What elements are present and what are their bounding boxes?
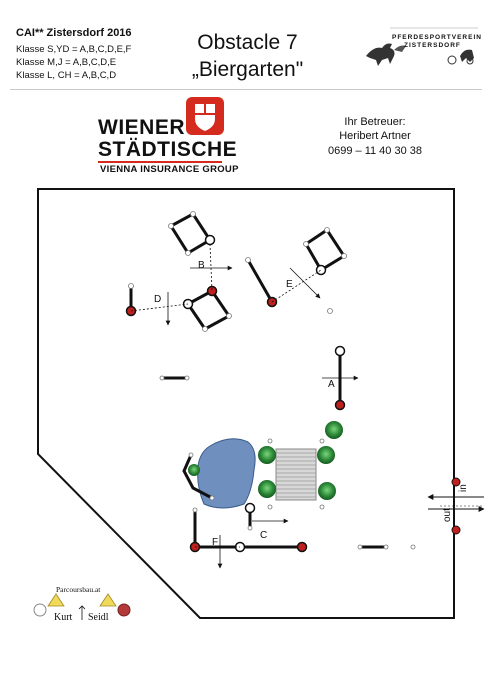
- contact-name: Heribert Artner: [339, 130, 411, 142]
- designer-first-name: Kurt: [54, 612, 73, 623]
- gate-lines: [130, 243, 359, 569]
- shield-icon: [195, 104, 215, 131]
- designer-last-name: Seidl: [88, 612, 109, 623]
- exit-label: out: [442, 508, 453, 522]
- parcoursbau-site: Parcoursbau.at: [56, 585, 101, 594]
- square-element-top: [168, 211, 216, 256]
- parcoursbau-logo: Parcoursbau.at Kurt Seidl: [30, 582, 134, 632]
- class-line-1: Klasse S,YD = A,B,C,D,E,F: [16, 44, 132, 55]
- entry-exit: [427, 477, 485, 535]
- bridge: [267, 438, 325, 510]
- tree-icon: [188, 464, 200, 476]
- class-line-3: Klasse L, CH = A,B,C,D: [16, 70, 117, 81]
- gate-label-b: B: [198, 260, 205, 271]
- tree-icon: [317, 446, 335, 464]
- contact-phone: 0699 – 11 40 30 38: [328, 145, 422, 157]
- wiener-staedtische-emblem: [186, 97, 224, 135]
- entry-label: in: [458, 484, 469, 492]
- gate-label-c: C: [260, 530, 267, 541]
- arena-boundary: [37, 188, 455, 619]
- club-name: PFERDESPORTVEREIN: [392, 34, 482, 41]
- bar-bottom-right: [357, 544, 416, 550]
- pole-e: [245, 257, 278, 308]
- header-separator: [10, 89, 482, 90]
- marker-dot: [327, 308, 333, 314]
- obstacle-name: „Biergarten": [191, 58, 304, 81]
- gate-label-e: E: [286, 279, 293, 290]
- trees: [188, 421, 343, 500]
- tree-icon: [318, 482, 336, 500]
- square-element-left: [182, 285, 232, 332]
- horse-carriage-icon: [366, 27, 478, 66]
- club-logo: PFERDESPORTVEREIN ZISTERSDORF: [360, 20, 482, 70]
- gate-label-a: A: [328, 379, 335, 390]
- flags-icon: [33, 593, 131, 620]
- contact-label: Ihr Betreuer:: [344, 116, 406, 128]
- pond: [197, 438, 256, 509]
- square-element-right: [303, 227, 347, 276]
- competition-title: CAI** Zistersdorf 2016: [16, 27, 132, 39]
- sponsor-line-1: WIENER: [98, 116, 185, 139]
- gate-label-f: F: [212, 537, 218, 548]
- gate-f-c: [189, 502, 308, 553]
- class-line-2: Klasse M,J = A,B,C,D,E: [16, 57, 117, 68]
- zigzag-fence: [182, 452, 215, 501]
- gate-label-d: D: [154, 294, 161, 305]
- tree-icon: [258, 480, 276, 498]
- sponsor-line-2: STÄDTISCHE: [98, 138, 238, 161]
- tree-icon: [325, 421, 343, 439]
- tree-icon: [258, 446, 276, 464]
- sponsor-underline: [98, 161, 222, 163]
- bar-left: [159, 375, 190, 381]
- sponsor-tagline: VIENNA INSURANCE GROUP: [100, 164, 239, 175]
- club-town: ZISTERSDORF: [404, 42, 461, 49]
- obstacle-title: Obstacle 7: [197, 31, 298, 54]
